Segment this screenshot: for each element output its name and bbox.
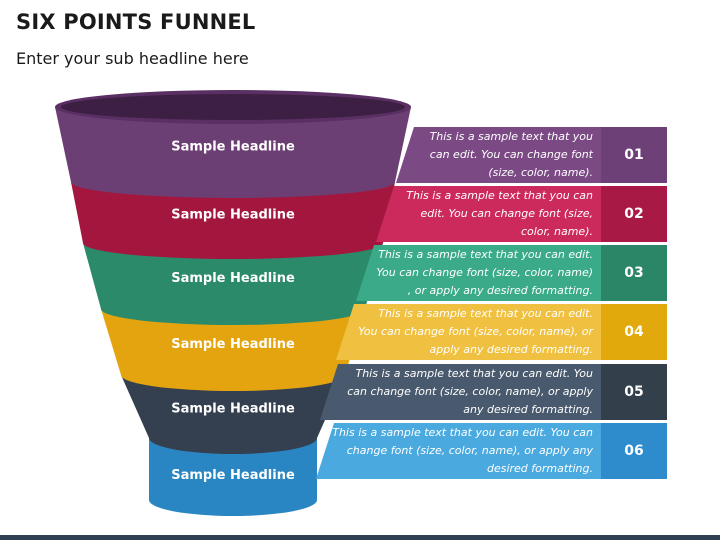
- text-band-2: This is a sample text that you can edit.…: [376, 186, 667, 242]
- band-description-3: This is a sample text that you can edit.…: [376, 248, 594, 297]
- funnel-segment-2: [71, 182, 395, 259]
- band-number-2: 02: [601, 186, 667, 242]
- bottom-bar: [0, 535, 720, 540]
- text-band-4: This is a sample text that you can edit.…: [336, 304, 667, 360]
- segment-headline-3: Sample Headline: [171, 271, 295, 286]
- funnel-segment-1: [55, 107, 411, 198]
- band-description-5: This is a sample text that you can edit.…: [347, 367, 593, 416]
- band-description-4: This is a sample text that you can edit.…: [358, 307, 593, 356]
- band-description-6: This is a sample text that you can edit.…: [332, 426, 593, 475]
- segment-headline-2: Sample Headline: [171, 208, 295, 223]
- funnel-segment-3: [83, 243, 383, 325]
- band-number-5: 05: [601, 364, 667, 420]
- funnel-opening: [61, 94, 405, 120]
- band-number-3: 03: [601, 245, 667, 301]
- funnel-segment-5: [121, 375, 345, 454]
- text-band-3: This is a sample text that you can edit.…: [356, 245, 667, 301]
- text-band-1: This is a sample text that you can edit.…: [396, 127, 667, 183]
- funnel-segment-6: [149, 438, 317, 516]
- band-description-2: This is a sample text that you can edit.…: [406, 189, 593, 238]
- band-number-4: 04: [601, 304, 667, 360]
- segment-headline-5: Sample Headline: [171, 402, 295, 417]
- page-title: SIX POINTS FUNNEL: [16, 10, 256, 34]
- text-band-5: This is a sample text that you can edit.…: [320, 364, 667, 420]
- band-number-6: 06: [601, 423, 667, 479]
- text-band-6: This is a sample text that you can edit.…: [316, 423, 667, 479]
- band-number-1: 01: [601, 127, 667, 183]
- band-description-1: This is a sample text that you can edit.…: [429, 130, 593, 179]
- page-subtitle: Enter your sub headline here: [16, 49, 249, 68]
- segment-headline-4: Sample Headline: [171, 337, 295, 352]
- segment-headline-6: Sample Headline: [171, 468, 295, 483]
- funnel-segment-4: [101, 309, 365, 391]
- segment-headline-1: Sample Headline: [171, 140, 295, 155]
